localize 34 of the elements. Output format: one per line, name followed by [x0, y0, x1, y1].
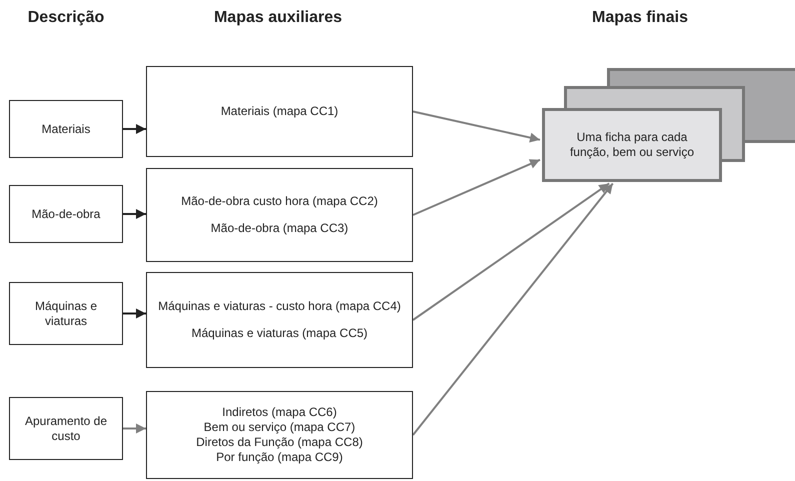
column-heading: Mapas auxiliares — [214, 9, 342, 27]
column-heading: Mapas finais — [592, 9, 688, 27]
node-text: Mão-de-obra custo hora (mapa CC2) — [181, 194, 378, 209]
node-text: Indiretos (mapa CC6) — [222, 405, 337, 420]
arrow — [123, 308, 146, 318]
map-box — [146, 66, 413, 157]
node-text: Materiais — [42, 122, 90, 136]
step-box — [9, 185, 123, 243]
node-text: Por função (mapa CC9) — [216, 450, 343, 465]
node-text: Materiais (mapa CC1) — [220, 104, 338, 119]
arrow — [123, 209, 146, 219]
column-heading: Descrição — [28, 9, 104, 27]
arrow — [412, 182, 610, 321]
node-text: Uma ficha para cada função, bem ou serviço — [568, 130, 696, 160]
arrow — [412, 110, 540, 143]
node-text: Máquinas e viaturas - custo hora (mapa CC4) — [158, 299, 401, 314]
step-box — [9, 282, 123, 345]
node-text: Apuramento de custo — [24, 414, 108, 444]
arrow — [412, 182, 614, 436]
node-text: Mão-de-obra — [32, 206, 100, 222]
node-text: Máquinas e viaturas (mapa CC5) — [191, 326, 368, 341]
map-box — [146, 272, 413, 368]
node-text: Diretos da Função (mapa CC8) — [196, 435, 363, 450]
step-box — [9, 100, 123, 158]
step-box — [9, 397, 123, 460]
node-text: Mão-de-obra (mapa CC3) — [210, 221, 348, 236]
map-box — [146, 391, 413, 479]
arrow — [123, 124, 146, 134]
sheet-card — [542, 108, 722, 182]
arrow — [123, 424, 146, 434]
node-text: Máquinas e viaturas — [34, 298, 98, 328]
map-box — [146, 168, 413, 262]
node-text: Bem ou serviço (mapa CC7) — [204, 420, 356, 435]
arrow — [412, 158, 540, 216]
